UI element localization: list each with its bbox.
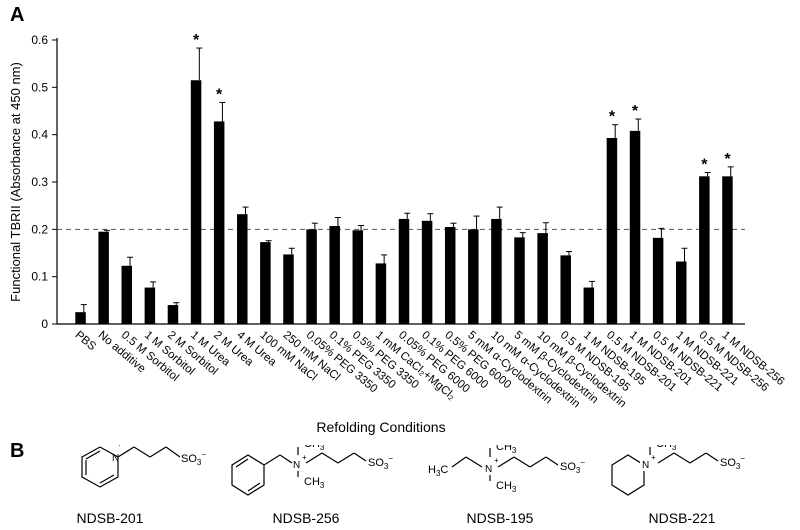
bar — [283, 254, 294, 324]
structure-label-ndsb-195: NDSB-195 — [466, 510, 534, 526]
bar — [537, 233, 548, 324]
structure-ndsb-195 — [451, 448, 559, 481]
svg-text:SO3−: SO3− — [181, 450, 206, 467]
x-tick-label: PBS — [73, 329, 99, 353]
bar — [121, 265, 133, 324]
svg-text:N: N — [642, 460, 649, 471]
bar — [514, 237, 525, 324]
bar — [398, 218, 410, 324]
structure-label-ndsb-256: NDSB-256 — [272, 510, 340, 526]
x-axis-label: Refolding Conditions — [316, 419, 445, 435]
svg-text:H3C: H3C — [428, 464, 448, 478]
bar — [652, 237, 664, 324]
bar — [421, 220, 433, 324]
y-tick-label: 0.3 — [31, 175, 48, 189]
bar — [560, 255, 571, 324]
bar — [75, 312, 86, 324]
svg-text:CH3: CH3 — [656, 445, 677, 452]
y-tick-label: 0.4 — [31, 128, 48, 142]
svg-text:+: + — [302, 453, 307, 462]
structure-label-ndsb-221: NDSB-221 — [648, 510, 716, 526]
bar — [213, 121, 225, 324]
bar — [144, 287, 156, 324]
svg-text:+: + — [117, 445, 122, 449]
svg-text:N: N — [485, 464, 492, 475]
bar — [606, 137, 618, 324]
structure-ndsb-201 — [81, 446, 181, 488]
y-tick-label: 0.6 — [31, 33, 48, 47]
svg-text:+: + — [651, 453, 656, 462]
significance-marker: * — [701, 157, 708, 174]
svg-text:CH3: CH3 — [496, 480, 517, 494]
bar — [444, 226, 456, 324]
bar — [352, 230, 364, 324]
bar — [190, 80, 202, 324]
svg-text:CH3: CH3 — [304, 476, 325, 490]
chemical-structures: + N SO3− N + CH3 CH3 SO3− H3C N + CH3 CH… — [81, 445, 745, 496]
y-tick-label: 0 — [41, 317, 48, 331]
significance-marker: * — [216, 86, 223, 103]
bar — [699, 176, 710, 324]
bar — [468, 229, 479, 324]
svg-text:CH3: CH3 — [304, 445, 325, 452]
bar — [583, 287, 595, 324]
svg-text:N: N — [112, 453, 119, 464]
bar — [375, 263, 387, 324]
y-tick-label: 0.5 — [31, 80, 48, 94]
significance-marker: * — [632, 103, 639, 120]
bar — [306, 229, 317, 324]
svg-text:+: + — [494, 456, 499, 465]
svg-text:SO3−: SO3− — [720, 454, 745, 471]
structure-label-ndsb-201: NDSB-201 — [76, 510, 144, 526]
y-tick-label: 0.2 — [31, 222, 48, 236]
bar — [629, 130, 641, 324]
significance-marker: * — [193, 32, 200, 49]
bar — [491, 218, 502, 324]
bar — [98, 231, 109, 324]
svg-text:CH3: CH3 — [496, 445, 517, 455]
bar — [675, 261, 687, 324]
structure-ndsb-221 — [611, 447, 719, 496]
significance-marker: * — [724, 151, 731, 168]
y-tick-label: 0.1 — [31, 270, 48, 284]
bar — [237, 214, 248, 324]
svg-text:SO3−: SO3− — [560, 458, 585, 475]
bar — [167, 305, 179, 324]
structure-ndsb-256 — [231, 447, 367, 496]
bar — [260, 242, 271, 324]
panel-a-label: A — [10, 4, 25, 26]
bar — [329, 226, 340, 324]
y-axis-label: Functional TBRII (Absorbance at 450 nm) — [8, 62, 23, 302]
bar — [722, 176, 733, 324]
panel-b-label: B — [10, 440, 25, 462]
significance-marker: * — [609, 109, 616, 126]
svg-text:SO3−: SO3− — [368, 454, 393, 471]
svg-text:N: N — [293, 460, 300, 471]
